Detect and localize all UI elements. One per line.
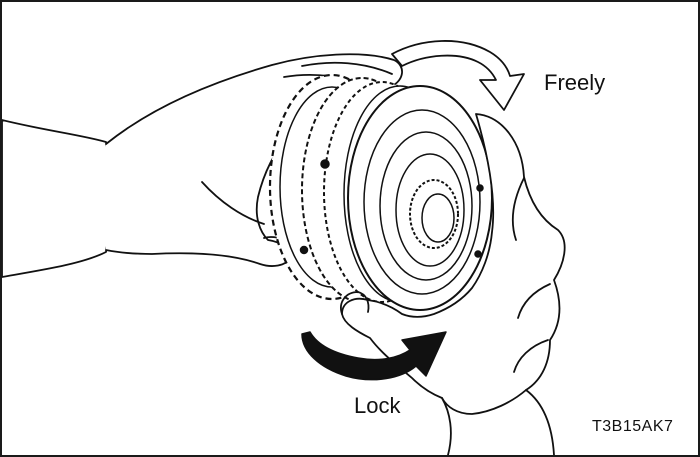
right-hand <box>340 113 566 455</box>
figure-code: T3B15AK7 <box>592 418 674 435</box>
lock-rotation-arrow <box>301 331 447 381</box>
freely-rotation-arrow <box>391 40 525 111</box>
clutch-pack <box>268 73 493 311</box>
lock-label: Lock <box>354 393 401 418</box>
freely-label: Freely <box>544 70 606 95</box>
left-hand <box>2 53 403 278</box>
